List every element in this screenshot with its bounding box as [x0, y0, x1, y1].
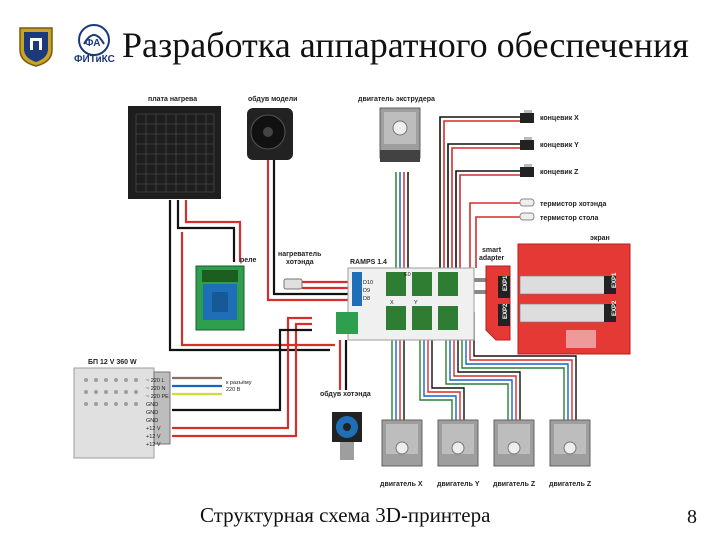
- display-exp2-label: EXP2: [612, 300, 618, 316]
- psu-pin-6: GND: [146, 418, 158, 424]
- hotend-fan-label: обдув хотэнда: [320, 390, 371, 398]
- smart-adapter: [485, 265, 511, 341]
- ramps-label: RAMPS 1.4: [350, 259, 387, 266]
- ramps-pin-e0: E0: [404, 272, 411, 278]
- motor-x-label: двигатель X: [380, 481, 423, 488]
- heat-bed: [128, 106, 221, 199]
- heat-bed-label: плата нагрева: [148, 96, 197, 103]
- motor-y-label: двигатель Y: [437, 481, 480, 488]
- ramps-pin-d9: D9: [363, 288, 370, 294]
- motor-z1: [493, 419, 535, 467]
- psu-pin-9: +12 V: [146, 442, 161, 448]
- motor-z1-label: двигатель Z: [493, 481, 536, 488]
- extruder-motor-label: двигатель экструдера: [358, 96, 435, 103]
- psu-pin-8: +12 V: [146, 434, 161, 440]
- relay-label: реле: [240, 257, 257, 264]
- thermistor-hotend-label: термистор хотэнда: [540, 201, 606, 208]
- university-logo: [14, 24, 58, 68]
- psu-pin-4: GND: [146, 402, 158, 408]
- motor-x: [381, 419, 423, 467]
- logo-text: ФИТиКС: [74, 54, 115, 65]
- display-board: [517, 243, 631, 355]
- psu-pin-7: +12 V: [146, 426, 161, 432]
- adapter-exp1-label: EXP1: [503, 275, 509, 291]
- model-fan: [247, 108, 293, 160]
- motor-z2: [549, 419, 591, 467]
- motor-y: [437, 419, 479, 467]
- power-supply: [73, 367, 171, 459]
- endstop-x: [520, 110, 534, 123]
- adapter-exp2-label: EXP2: [503, 303, 509, 319]
- ramps-pin-x: X: [390, 300, 394, 306]
- thermistor-bed: [519, 212, 535, 221]
- psu-pin-1: ~ 220 L: [146, 378, 165, 384]
- endstop-y-label: концевик Y: [540, 142, 579, 149]
- endstop-z-label: концевик Z: [540, 169, 579, 176]
- model-fan-label: обдув модели: [248, 95, 297, 103]
- motor-z2-label: двигатель Z: [549, 481, 592, 488]
- hotend-fan: [332, 412, 362, 460]
- psu-pin-3: ~ 220 PE: [146, 394, 169, 400]
- psu-pin-5: GND: [146, 410, 158, 416]
- hotend-heater: [283, 278, 303, 290]
- ramps-board: [336, 267, 475, 341]
- page-title: Разработка аппаратного обеспечения: [122, 25, 689, 65]
- ramps-pin-y: Y: [414, 300, 418, 306]
- ramps-pin-d8: D8: [363, 296, 370, 302]
- endstop-z: [520, 164, 534, 177]
- extruder-motor: [379, 107, 421, 162]
- thermistor-hotend: [519, 198, 535, 207]
- ramps-pin-d10: D10: [363, 280, 373, 286]
- endstop-x-label: концевик X: [540, 115, 579, 122]
- endstop-y: [520, 137, 534, 150]
- page-number: 8: [687, 506, 697, 528]
- svg-text:ФА: ФА: [85, 38, 101, 49]
- display-exp1-label: EXP1: [612, 272, 618, 288]
- psu-pin-2: ~ 220 N: [146, 386, 165, 392]
- figure-caption: Структурная схема 3D-принтера: [200, 503, 491, 527]
- thermistor-bed-label: термистор стола: [540, 215, 598, 222]
- relay-module: [195, 265, 245, 331]
- psu-label: БП 12 V 360 W: [88, 359, 137, 366]
- display-label: экран: [590, 235, 610, 242]
- fitiks-logo: ФА: [70, 22, 118, 70]
